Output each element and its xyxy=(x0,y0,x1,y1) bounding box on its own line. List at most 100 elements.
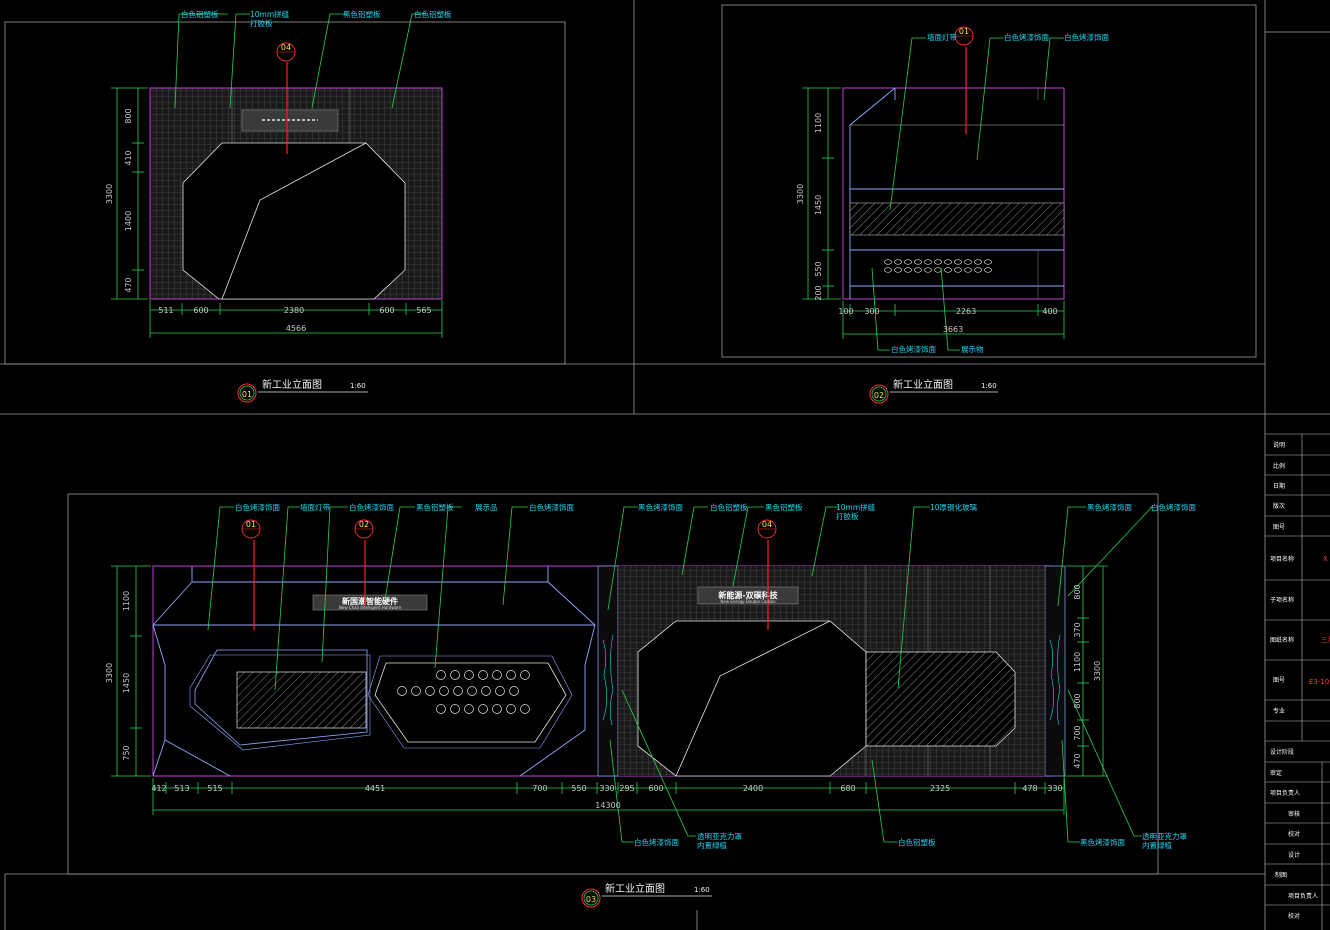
dimension-total: 4566 xyxy=(286,324,306,333)
callout-label: 墙面灯带 xyxy=(300,502,330,512)
dimension-text: 370 xyxy=(1073,622,1082,637)
signboard xyxy=(312,594,428,611)
dimension-text: 200 xyxy=(814,285,823,300)
acrylic-plant-column xyxy=(597,565,1066,777)
section-bubble: 01 xyxy=(959,27,969,36)
dimension-text: 470 xyxy=(1073,753,1082,768)
title-block-label: 设计阶段 xyxy=(1270,748,1294,756)
signature-label: 项目负责人 xyxy=(1288,892,1318,900)
signature-label: 审定 xyxy=(1270,769,1282,777)
callout-label: 10mm拼缝打胶板 xyxy=(836,502,876,521)
title-block-value: 三层 xyxy=(1321,636,1330,644)
callout-label: 黑色烤漆饰面 xyxy=(638,502,683,512)
dimension-text: 1100 xyxy=(122,591,131,611)
dimension-text: 412 xyxy=(151,784,166,793)
dimension-text: 478 xyxy=(1022,784,1037,793)
callout-label: 白色烤漆饰面 xyxy=(891,344,936,354)
callout-label: 白色铝塑板 xyxy=(414,9,452,19)
dimension-total: 3300 xyxy=(105,184,114,204)
dimension-text: 680 xyxy=(840,784,855,793)
callout-label: 展示物 xyxy=(961,344,984,354)
dimension-text: 800 xyxy=(1073,693,1082,708)
title-block-label: 图号 xyxy=(1273,524,1285,531)
elevation-02: 01 墙面灯带 白色烤漆饰面 白色烤漆饰面 白色烤漆饰面 展示物 100 300… xyxy=(796,26,1109,404)
view-number: 02 xyxy=(874,391,884,400)
view-title: 新工业立面图 xyxy=(893,378,953,391)
title-block-value: X xyxy=(1323,555,1328,563)
dimension-text: 300 xyxy=(864,307,879,316)
left-booth: 新国潮智能硬件 New Chao Intelligent Hardware xyxy=(152,566,596,777)
callout-label: 10mm拼缝打胶板 xyxy=(250,9,290,28)
elevation-03: 新国潮智能硬件 New Chao Intelligent Hardware 新能… xyxy=(105,502,1196,908)
callout-label: 白色铝塑板 xyxy=(898,837,936,847)
dimension-text: 2325 xyxy=(930,784,950,793)
view-scale: 1:60 xyxy=(694,886,710,894)
dimension-text: 600 xyxy=(648,784,663,793)
right-booth: 新能源-双碳科技 New Energy-Double Carbon xyxy=(618,566,1045,777)
video-screen xyxy=(236,671,367,729)
callout-label: 墙面灯带 xyxy=(927,32,957,42)
light-strip xyxy=(849,202,1065,236)
callout-label: 白色铝塑板 xyxy=(710,502,748,512)
dimension-text: 600 xyxy=(193,306,208,315)
signature-label: 制图 xyxy=(1275,871,1287,879)
title-block-label: 项目名称 xyxy=(1270,555,1294,563)
callout-label: 白色烤漆饰面 xyxy=(529,502,574,512)
sheet-frames xyxy=(0,0,1266,930)
callout-label: 白色烤漆饰面 xyxy=(1151,502,1196,512)
display-opening xyxy=(637,620,867,777)
title-block-label: 日期 xyxy=(1273,482,1285,490)
glass-display xyxy=(865,651,1016,747)
callout-label: 透明亚克力罩内置绿植 xyxy=(697,831,742,850)
dimension-text: 1400 xyxy=(124,211,133,231)
title-block-label: 专业 xyxy=(1273,707,1285,715)
dimension-text: 470 xyxy=(124,277,133,292)
dimension-total: 3300 xyxy=(1093,661,1102,681)
callout-label: 白色烤漆饰面 xyxy=(1064,32,1109,42)
callout-label: 黑色铝塑板 xyxy=(765,502,803,512)
dimension-text: 2400 xyxy=(743,784,763,793)
signature-label: 项目负责人 xyxy=(1270,789,1300,797)
callout-label: 黑色铝塑板 xyxy=(343,9,381,19)
display-holes xyxy=(397,670,530,714)
view-title: 新工业立面图 xyxy=(262,378,322,391)
sign-subtitle: New Energy-Double Carbon xyxy=(720,599,776,604)
view-scale: 1:60 xyxy=(981,382,997,390)
callout-label: 白色烤漆饰面 xyxy=(349,502,394,512)
signature-label: 校对 xyxy=(1288,830,1300,838)
callout-label: 白色铝塑板 xyxy=(181,9,219,19)
callout-label: 白色烤漆饰面 xyxy=(235,502,280,512)
dimension-text: 515 xyxy=(207,784,222,793)
dimension-text: 2263 xyxy=(956,307,976,316)
dimension-text: 565 xyxy=(416,306,431,315)
callout-label: 黑色铝塑板 xyxy=(416,502,454,512)
title-block-label: 说明 xyxy=(1273,441,1285,449)
dimension-total: 3663 xyxy=(943,325,963,334)
view-title: 新工业立面图 xyxy=(605,882,665,895)
title-block-label: 比例 xyxy=(1273,462,1285,470)
sign-title: 新国潮智能硬件 xyxy=(342,596,398,606)
dimension-text: 1450 xyxy=(122,673,131,693)
dimension-text: 550 xyxy=(571,784,586,793)
display-opening xyxy=(182,142,406,300)
elevation-01: 04 白色铝塑板 10mm拼缝打胶板 黑色铝塑板 白色铝塑板 511 600 2… xyxy=(105,9,452,403)
title-block-label: 子项名称 xyxy=(1270,596,1294,604)
dimension-text: 1450 xyxy=(814,195,823,215)
dimension-text: 1100 xyxy=(814,113,823,133)
title-block-label: 版次 xyxy=(1273,502,1285,510)
signboard xyxy=(697,586,799,605)
signature-label: 校对 xyxy=(1288,912,1300,920)
dimension-text: 700 xyxy=(1073,725,1082,740)
callout-label: 展示品 xyxy=(475,503,498,512)
dimension-text: 330 xyxy=(599,784,614,793)
callout-label: 白色烤漆饰面 xyxy=(1004,32,1049,42)
dimension-text: 330 xyxy=(1047,784,1062,793)
view-scale: 1:60 xyxy=(350,382,366,390)
dimension-text: 600 xyxy=(379,306,394,315)
dimension-text: 550 xyxy=(814,261,823,276)
callout-label: 黑色烤漆饰面 xyxy=(1087,502,1132,512)
dimension-text: 1100 xyxy=(1073,652,1082,672)
sign-title: 新能源-双碳科技 xyxy=(718,590,778,600)
dimension-text: 400 xyxy=(1042,307,1057,316)
